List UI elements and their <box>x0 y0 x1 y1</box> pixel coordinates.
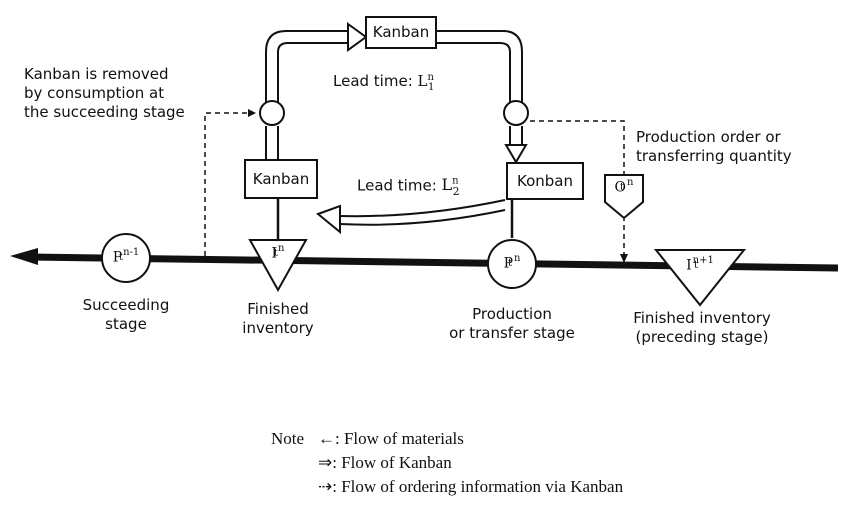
finished-inventory-preceding-label: Finished inventory (preceding stage) <box>633 309 771 346</box>
arrow-left-icon: ← <box>318 429 335 448</box>
kanban-top-label: Kanban <box>372 23 430 41</box>
finished-inventory-triangle <box>248 239 308 293</box>
kanban-flow-arrow-top <box>347 22 368 52</box>
legend-item-ordering: ⇢: Flow of ordering information via Kanb… <box>318 477 624 496</box>
production-stage-label: Production or transfer stage <box>449 305 575 342</box>
preceding-inventory-triangle <box>653 249 747 307</box>
lead-time-1-label: Lead time: Ln1 <box>333 72 435 93</box>
symbol-p-prev: Pn-1 t <box>112 247 140 266</box>
kanban-removed-label: Kanban is removed by consumption at the … <box>24 65 185 121</box>
kanban-box-right <box>506 162 584 200</box>
finished-inventory-label: Finished inventory <box>242 300 314 337</box>
order-quantity-shape <box>604 174 644 220</box>
lead-time-2-label: Lead time: Ln2 <box>357 175 460 198</box>
loop-node-left <box>259 100 285 126</box>
double-arrow-right-icon: ⇒ <box>318 453 333 472</box>
symbol-order: On t <box>614 177 634 196</box>
kanban-right-label: Konban <box>517 172 573 190</box>
production-stage-node <box>487 239 537 289</box>
kanban-left-label: Kanban <box>252 170 310 188</box>
succeeding-stage-node <box>101 233 151 283</box>
loop-node-right <box>503 100 529 126</box>
kanban-loop <box>265 30 523 160</box>
kanban-box-left <box>244 159 318 199</box>
symbol-i-curr: In t <box>271 243 285 262</box>
symbol-p-curr: Pn t <box>503 253 521 272</box>
dashed-arrow-right-icon: ⇢ <box>318 477 333 496</box>
kanban-return-arrow <box>316 199 506 235</box>
succeeding-stage-label: Succeeding stage <box>82 296 170 333</box>
ordering-info-dashed <box>204 112 625 258</box>
legend-item-materials: ←: Flow of materials <box>318 429 464 448</box>
kanban-flow-arrow-down <box>504 144 528 164</box>
legend-item-kanban: ⇒: Flow of Kanban <box>318 453 452 472</box>
symbol-i-next: In+1 t <box>686 255 714 274</box>
production-order-label: Production order or transferring quantit… <box>636 128 792 165</box>
legend-note-prefix: Note <box>271 429 305 448</box>
kanban-box-top <box>365 16 437 49</box>
